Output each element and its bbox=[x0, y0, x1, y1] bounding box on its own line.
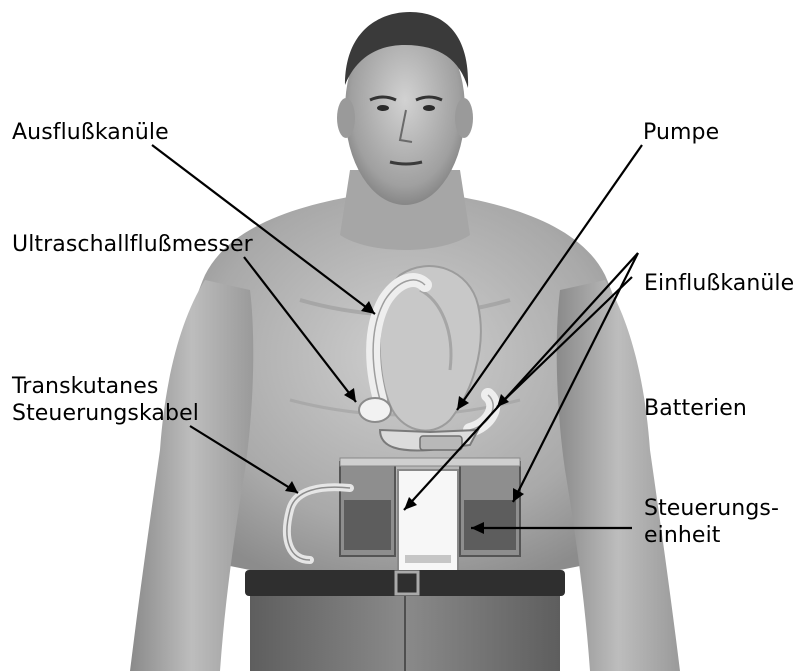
label-transkutanes-line2: Steuerungskabel bbox=[12, 400, 199, 427]
label-einflusskanuele: Einflußkanüle bbox=[644, 270, 794, 297]
belt bbox=[245, 570, 565, 596]
label-steuerungseinheit-line1: Steuerungs- bbox=[644, 495, 779, 522]
label-ausflusskanuele: Ausflußkanüle bbox=[12, 119, 169, 146]
label-batterien: Batterien bbox=[644, 395, 747, 422]
flow-probe bbox=[359, 398, 391, 422]
label-steuerungseinheit-line2: einheit bbox=[644, 522, 779, 549]
label-steuerungseinheit: Steuerungs- einheit bbox=[644, 495, 779, 549]
label-ultraschallflussmesser: Ultraschallflußmesser bbox=[12, 231, 253, 258]
label-transkutanes-steuerungskabel: Transkutanes Steuerungskabel bbox=[12, 373, 199, 427]
label-transkutanes-line1: Transkutanes bbox=[12, 373, 199, 400]
label-pumpe: Pumpe bbox=[643, 119, 719, 146]
right-arm bbox=[557, 280, 680, 671]
left-arm bbox=[130, 280, 253, 671]
